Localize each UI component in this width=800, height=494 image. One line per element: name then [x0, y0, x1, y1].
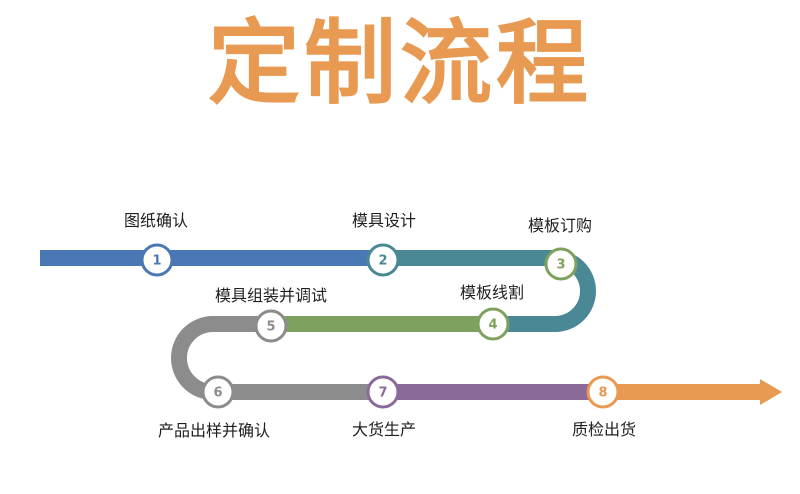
step-node-7: 7 — [366, 375, 400, 409]
step-label-5: 模具组装并调试 — [215, 286, 327, 305]
step-label-7: 大货生产 — [352, 420, 416, 439]
step-number-5: 5 — [266, 320, 275, 335]
step-label-4: 模板线割 — [460, 283, 524, 302]
page-title: 定制流程 — [207, 10, 592, 117]
arrow-head — [760, 379, 782, 405]
step-node-6: 6 — [201, 375, 235, 409]
step-label-6: 产品出样并确认 — [158, 421, 270, 440]
step-node-3: 3 — [544, 247, 578, 281]
step-number-3: 3 — [556, 258, 565, 273]
step-label-3: 模板订购 — [528, 216, 592, 235]
step-node-4: 4 — [476, 307, 510, 341]
step-number-4: 4 — [488, 318, 497, 333]
step-node-8: 8 — [586, 375, 620, 409]
step-node-5: 5 — [254, 309, 288, 343]
step-number-2: 2 — [378, 254, 387, 269]
step-number-6: 6 — [213, 386, 222, 401]
step-label-2: 模具设计 — [352, 211, 416, 230]
step-node-2: 2 — [366, 243, 400, 277]
step-number-1: 1 — [152, 254, 161, 269]
step-node-1: 1 — [140, 243, 174, 277]
step-label-8: 质检出货 — [572, 420, 636, 439]
step-number-7: 7 — [378, 386, 387, 401]
step-number-8: 8 — [598, 386, 607, 401]
step-label-1: 图纸确认 — [124, 211, 188, 230]
